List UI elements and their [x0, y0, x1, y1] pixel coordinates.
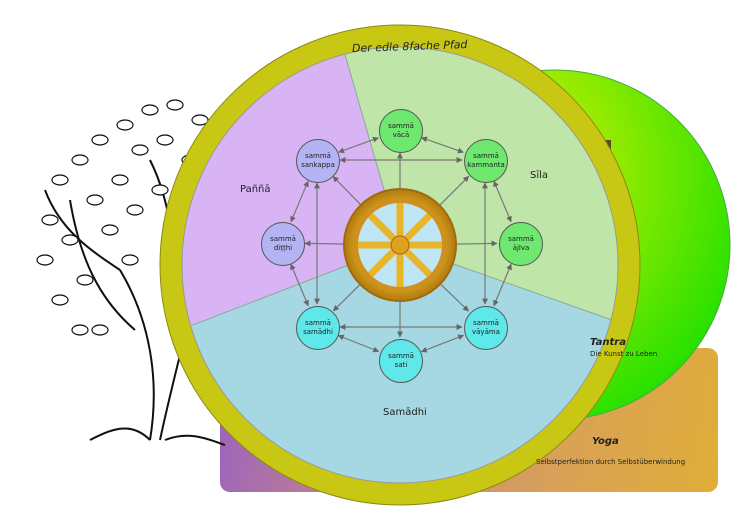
- arrow: [332, 176, 361, 205]
- sector-label-sila: Sīla: [530, 170, 549, 181]
- arrow: [440, 284, 469, 312]
- arrow: [304, 240, 344, 247]
- yoga-subtitle: Selbstperfektion durch Selbstüberwindung: [536, 458, 686, 466]
- node-line1: sammā: [305, 319, 331, 327]
- node-line1: sammā: [508, 235, 534, 243]
- node-line2: vācā: [392, 131, 410, 139]
- arrow: [420, 334, 465, 353]
- arrow: [338, 136, 379, 154]
- arrow: [439, 175, 470, 206]
- node-line2: kammanta: [467, 161, 505, 169]
- connection-arrows: [290, 136, 512, 353]
- sector-label-samadhi: Samādhi: [383, 407, 427, 418]
- node-line2: diṭṭhi: [273, 244, 293, 252]
- arrow: [332, 284, 360, 312]
- node-line1: sammā: [270, 235, 296, 243]
- arrow: [421, 136, 464, 154]
- node-line2: sati: [394, 361, 408, 369]
- arrow: [290, 263, 309, 307]
- node-line2: vāyāma: [472, 328, 500, 336]
- arrow: [456, 240, 498, 247]
- node-line1: sammā: [388, 352, 414, 360]
- node-line1: sammā: [473, 152, 499, 160]
- node-line1: sammā: [388, 122, 414, 130]
- node-line2: ājīva: [512, 244, 530, 252]
- node-line1: sammā: [305, 152, 331, 160]
- yoga-title: Yoga: [592, 436, 619, 447]
- node-line2: samādhi: [303, 328, 333, 336]
- arrow: [493, 180, 512, 223]
- node-line1: sammā: [473, 319, 499, 327]
- arrow: [493, 263, 512, 307]
- arrow: [337, 334, 380, 353]
- tantra-subtitle: Die Kunst zu Leben: [590, 350, 658, 358]
- sector-label-panna: Paññā: [240, 184, 271, 195]
- tantra-title: Tantra: [590, 337, 626, 348]
- arrow: [290, 180, 309, 223]
- node-line2: sankappa: [301, 161, 335, 169]
